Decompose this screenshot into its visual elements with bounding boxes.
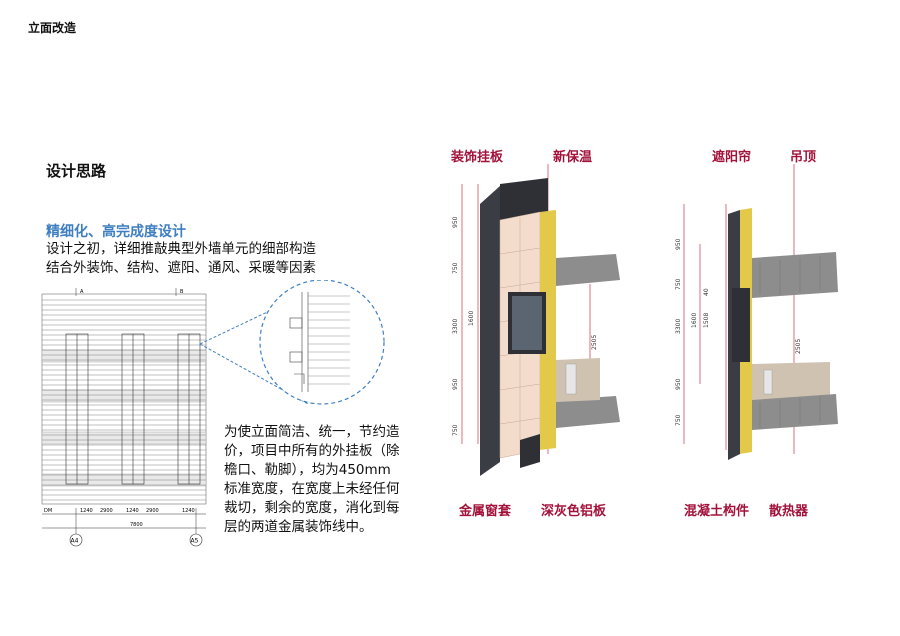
label-sun-shade: 遮阳帘	[712, 150, 752, 165]
dim-label: 1600	[691, 313, 698, 328]
label-concrete-member: 混凝土构件	[684, 504, 750, 519]
dim-bottom: 1240	[80, 508, 93, 514]
detail-circle	[259, 280, 385, 405]
wall-section-left: 950 750 3300 1600 950 750 455 2505 200	[452, 164, 620, 476]
axis-bubble-a4	[69, 533, 83, 547]
dim-label: 750	[675, 278, 682, 290]
page-title: 立面改造	[28, 21, 77, 35]
dim-label: 750	[452, 262, 459, 274]
axis-label-a4: A4	[71, 538, 79, 545]
elev-label: DM	[44, 508, 52, 514]
dim-label: 1600	[468, 311, 475, 326]
dim-label: 3300	[675, 319, 682, 334]
paragraph-line: 层的两道金属装饰线中。	[224, 519, 373, 535]
dim-label: 2505	[591, 335, 598, 350]
wall-section-right: 950 750 3300 1600 1508 950 750 40 2505	[675, 164, 838, 460]
label-radiator: 散热器	[769, 504, 809, 519]
paragraph-line: 檐口、勒脚），均为450mm	[224, 462, 391, 478]
dim-label: 950	[675, 378, 682, 390]
grid-mark-a: A	[80, 289, 84, 295]
detail-callout	[199, 280, 385, 405]
dim-label: 40	[703, 288, 710, 296]
axis-label-a5: A5	[191, 538, 199, 545]
section-title: 设计思路	[46, 162, 107, 180]
paragraph-line: 为使立面简洁、统一，节约造	[224, 424, 400, 440]
label-metal-window-trim: 金属窗套	[459, 504, 512, 519]
intro-subheading: 精细化、高完成度设计	[46, 224, 186, 240]
dim-bottom: 1240	[126, 508, 139, 514]
intro-line-1: 设计之初，详细推敲典型外墙单元的细部构造	[46, 241, 316, 257]
paragraph-line: 标准宽度，在宽度上未经任何	[224, 481, 400, 497]
dim-bottom: 1240	[182, 508, 195, 514]
dim-label: 950	[452, 378, 459, 390]
dim-total: 7800	[130, 522, 143, 528]
design-paragraph: 为使立面简洁、统一，节约造 价，项目中所有的外挂板（除 檐口、勒脚），均为450…	[224, 423, 424, 537]
dim-label: 950	[452, 216, 459, 228]
dim-label: 1508	[703, 313, 710, 328]
dim-label: 3300	[452, 319, 459, 334]
paragraph-line: 价，项目中所有的外挂板（除	[224, 443, 400, 459]
label-dark-grey-aluminum: 深灰色铝板	[541, 504, 607, 519]
intro-line-2: 结合外装饰、结构、遮阳、通风、采暖等因素	[46, 260, 316, 276]
facade-elevation-drawing: A B DM 1240 2900 1240 2900 1240 7800 A4 …	[41, 288, 207, 547]
dim-label: 750	[452, 424, 459, 436]
axis-bubble-a5	[189, 533, 203, 547]
grid-mark-b: B	[180, 289, 184, 295]
dim-label: 950	[675, 238, 682, 250]
label-suspended-ceiling: 吊顶	[790, 150, 817, 165]
paragraph-line: 裁切，剩余的宽度，消化到每	[224, 500, 400, 516]
dim-bottom: 2900	[146, 508, 159, 514]
dim-label: 2505	[795, 339, 802, 354]
dim-label: 750	[675, 414, 682, 426]
label-decorative-panel: 装饰挂板	[451, 150, 504, 165]
label-new-insulation: 新保温	[553, 150, 593, 165]
dim-bottom: 2900	[100, 508, 113, 514]
